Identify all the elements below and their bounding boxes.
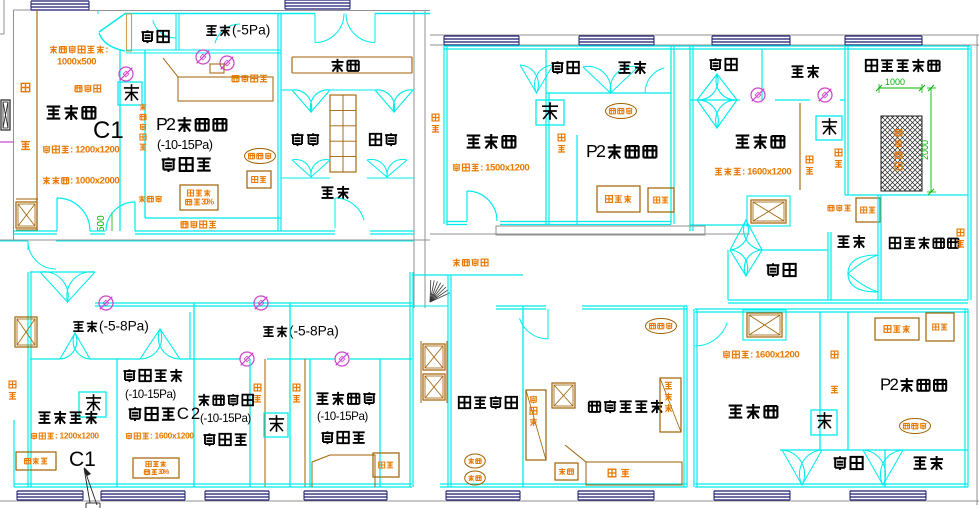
svg-text:P2: P2 xyxy=(586,141,606,161)
svg-text:1000x500: 1000x500 xyxy=(57,56,97,67)
svg-text:30%: 30% xyxy=(201,197,214,207)
svg-text::: : xyxy=(105,44,108,55)
svg-text:: 1600x1200: : 1600x1200 xyxy=(150,431,194,441)
svg-text:(-5-8Pa): (-5-8Pa) xyxy=(289,324,339,339)
svg-text:C1: C1 xyxy=(93,117,124,144)
svg-text:: 1600x1200: : 1600x1200 xyxy=(742,166,792,177)
svg-text:(-5-8Pa): (-5-8Pa) xyxy=(99,319,149,334)
svg-text:: 1500x1200: : 1500x1200 xyxy=(480,162,530,173)
svg-text:500: 500 xyxy=(96,215,107,232)
svg-text:: 1200x1200: : 1200x1200 xyxy=(55,431,99,441)
svg-text:: 1200x1200: : 1200x1200 xyxy=(70,144,120,155)
svg-text:2000: 2000 xyxy=(920,140,930,160)
svg-text:C2: C2 xyxy=(177,404,200,423)
svg-text:: 1000x2000: : 1000x2000 xyxy=(70,175,120,186)
svg-text:C1: C1 xyxy=(69,448,96,471)
svg-text:(-10-15Pa): (-10-15Pa) xyxy=(200,412,251,425)
svg-text:: 1600x1200: : 1600x1200 xyxy=(750,349,800,360)
svg-text:(-10-15Pa): (-10-15Pa) xyxy=(157,138,213,152)
svg-text:(-10-15Pa): (-10-15Pa) xyxy=(125,388,176,401)
svg-text:30%: 30% xyxy=(158,467,170,476)
svg-text:P2: P2 xyxy=(880,375,899,394)
svg-text:(-5Pa): (-5Pa) xyxy=(232,23,270,38)
svg-text:P2: P2 xyxy=(156,114,176,134)
svg-text:1000: 1000 xyxy=(885,77,905,87)
svg-text:(-10-15Pa): (-10-15Pa) xyxy=(317,410,368,423)
